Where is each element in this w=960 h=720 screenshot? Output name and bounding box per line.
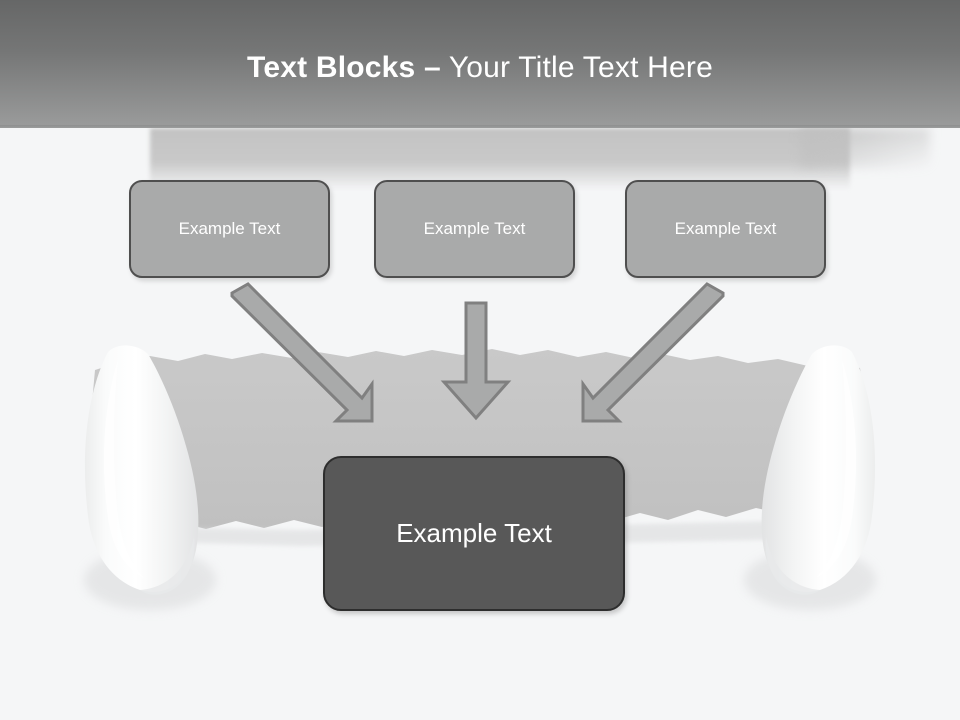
- header-shadow-wash-right: [800, 128, 930, 168]
- left-paper-curl: [84, 345, 216, 610]
- text-block-1[interactable]: Example Text: [129, 180, 330, 278]
- header-shadow-wash: [150, 128, 850, 190]
- text-block-result-label: Example Text: [396, 518, 552, 548]
- page-title: Text Blocks – Your Title Text Here: [0, 50, 960, 86]
- right-paper-curl: [744, 345, 876, 610]
- text-block-3[interactable]: Example Text: [625, 180, 826, 278]
- text-block-2-label: Example Text: [423, 219, 526, 238]
- page-title-bold: Text Blocks –: [247, 51, 441, 84]
- text-block-3-label: Example Text: [674, 219, 777, 238]
- header-band: Text Blocks – Your Title Text Here: [0, 0, 960, 128]
- text-block-1-label: Example Text: [178, 219, 281, 238]
- page-title-light: Your Title Text Here: [440, 51, 713, 84]
- text-block-2[interactable]: Example Text: [374, 180, 575, 278]
- text-block-result[interactable]: Example Text: [323, 456, 625, 611]
